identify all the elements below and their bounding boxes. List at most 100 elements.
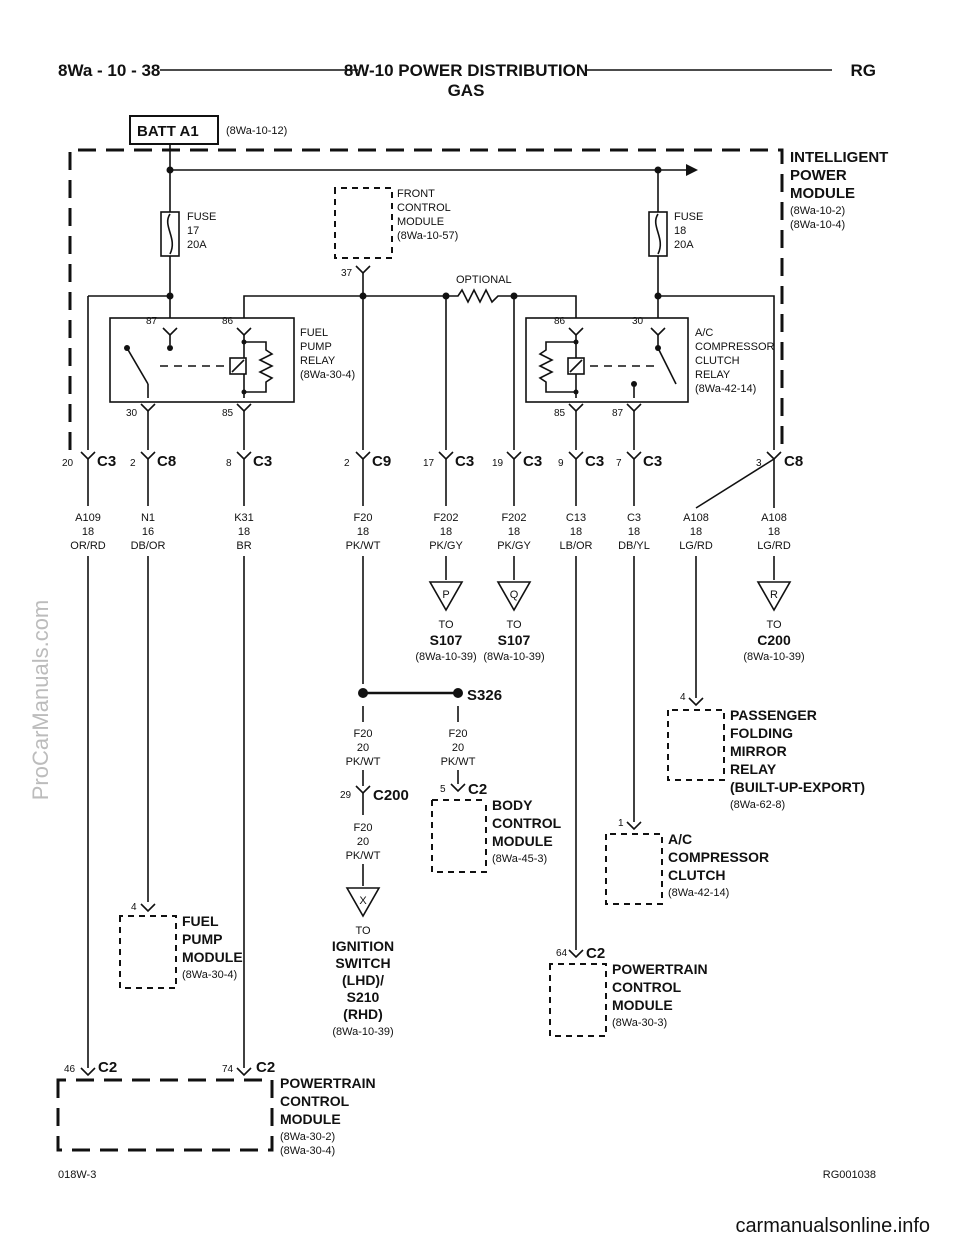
wire-a108a-code: A108 [683,512,709,524]
header-title: 8W-10 POWER DISTRIBUTION [344,61,588,80]
to-x-ignition-ref: X TO IGNITION SWITCH (LHD)/ S210 (RHD) (… [332,887,394,1038]
header-page-number: 8Wa - 10 - 38 [58,61,160,80]
acr-switch-arm [657,347,677,385]
svg-text:PK/WT: PK/WT [346,756,381,768]
wire-a108b-code: A108 [761,512,787,524]
fuse18-label: FUSE [674,211,703,223]
svg-text:F20: F20 [354,728,373,740]
svg-text:LG/RD: LG/RD [679,540,713,552]
svg-text:8: 8 [226,458,232,469]
fcm-ref: (8Wa-10-57) [397,230,458,242]
pcm2-pin-46: 46 [64,1064,76,1075]
fpr-contact [167,345,173,351]
fpr-pin-85: 85 [222,408,234,419]
svg-text:9: 9 [558,458,564,469]
pfmr-label-1: PASSENGER [730,707,817,723]
svg-text:2: 2 [130,458,136,469]
svg-text:PK/GY: PK/GY [429,540,463,552]
pfmr-connector-icon [688,697,704,707]
pcm1-outline [549,963,607,1037]
svg-text:7: 7 [616,458,622,469]
acr-pin-85: 85 [554,408,566,419]
bcm-ref: (8Wa-45-3) [492,853,547,865]
svg-text:19: 19 [492,458,504,469]
ipm-label-3: MODULE [790,185,855,202]
svg-text:S210: S210 [347,989,380,1005]
fpr-coil [229,357,247,375]
fuse17-label: FUSE [187,211,216,223]
fcm-label-3: MODULE [397,216,444,228]
ipm-label-2: POWER [790,167,847,184]
pcm2-label-3: MODULE [280,1111,341,1127]
fpr-87-connector [162,327,178,337]
svg-text:2: 2 [344,458,350,469]
svg-text:18: 18 [768,526,780,538]
fpr-res-node-bottom [241,389,247,395]
connector-c8-3: 3 C8 [756,451,803,470]
acr-87-connector [626,403,642,413]
svg-text:C3: C3 [97,453,116,470]
acr-res-node-bottom [573,389,579,395]
svg-text:PK/WT: PK/WT [346,540,381,552]
svg-text:(8Wa-10-39): (8Wa-10-39) [743,651,804,663]
svg-text:20: 20 [357,836,369,848]
svg-text:PK/GY: PK/GY [497,540,531,552]
svg-text:C3: C3 [643,453,662,470]
svg-text:S326: S326 [467,687,502,704]
wire-f20-code: F20 [354,512,373,524]
fcm-connector-icon [355,265,371,275]
acr-pin-87: 87 [612,408,624,419]
ipm-ref-1: (8Wa-10-2) [790,205,845,217]
fpr-85-connector [236,403,252,413]
pfmr-outline [667,709,725,781]
svg-text:20: 20 [62,458,74,469]
pcm2-ref-2: (8Wa-30-4) [280,1145,335,1157]
svg-text:C3: C3 [523,453,542,470]
svg-text:18: 18 [690,526,702,538]
svg-text:LG/RD: LG/RD [757,540,791,552]
pcm1-connector-icon [568,949,584,959]
optional-label: OPTIONAL [456,274,512,286]
svg-text:C9: C9 [372,453,391,470]
svg-text:(LHD)/: (LHD)/ [342,972,384,988]
svg-text:(8Wa-10-39): (8Wa-10-39) [483,651,544,663]
acr-coil-slash [569,359,583,373]
acr-30-connector [650,327,666,337]
svg-text:20: 20 [357,742,369,754]
pcm1-pin: 64 [556,948,568,959]
acr-86-connector [568,327,584,337]
pfmr-label-2: FOLDING [730,725,793,741]
fpr-pin-87: 87 [146,316,158,327]
c200-connector-icon [355,785,371,795]
svg-text:18: 18 [357,526,369,538]
svg-text:3: 3 [756,458,762,469]
svg-text:C3: C3 [585,453,604,470]
svg-text:S107: S107 [430,632,463,648]
pcm2-outline [56,1078,274,1152]
acr-label-3: CLUTCH [695,355,740,367]
acc-label-2: COMPRESSOR [668,849,769,865]
pfmr-label-4: RELAY [730,761,777,777]
pfmr-pin: 4 [680,692,686,703]
fpm-outline [119,915,177,989]
bus-arrow [686,164,698,176]
side-watermark: ProCarManuals.com [28,600,53,801]
batt-box [129,115,219,145]
svg-text:SWITCH: SWITCH [335,955,390,971]
svg-text:18: 18 [570,526,582,538]
connector-c3-19: 19 C3 [492,451,542,470]
connector-c3-7: 7 C3 [616,451,662,470]
fcm-label-2: CONTROL [397,202,451,214]
svg-text:C8: C8 [784,453,803,470]
fpr-res-node-top [241,339,247,345]
ac-relay-box [525,317,689,403]
ipm-ref-2: (8Wa-10-4) [790,219,845,231]
fcm-label-1: FRONT [397,188,435,200]
acr-label-4: RELAY [695,369,731,381]
pcm2-pin-74: 74 [222,1064,234,1075]
svg-text:18: 18 [238,526,250,538]
fpr-resistor [244,341,274,393]
pcm2-conn-1: C2 [98,1059,117,1076]
svg-text:OR/RD: OR/RD [70,540,106,552]
